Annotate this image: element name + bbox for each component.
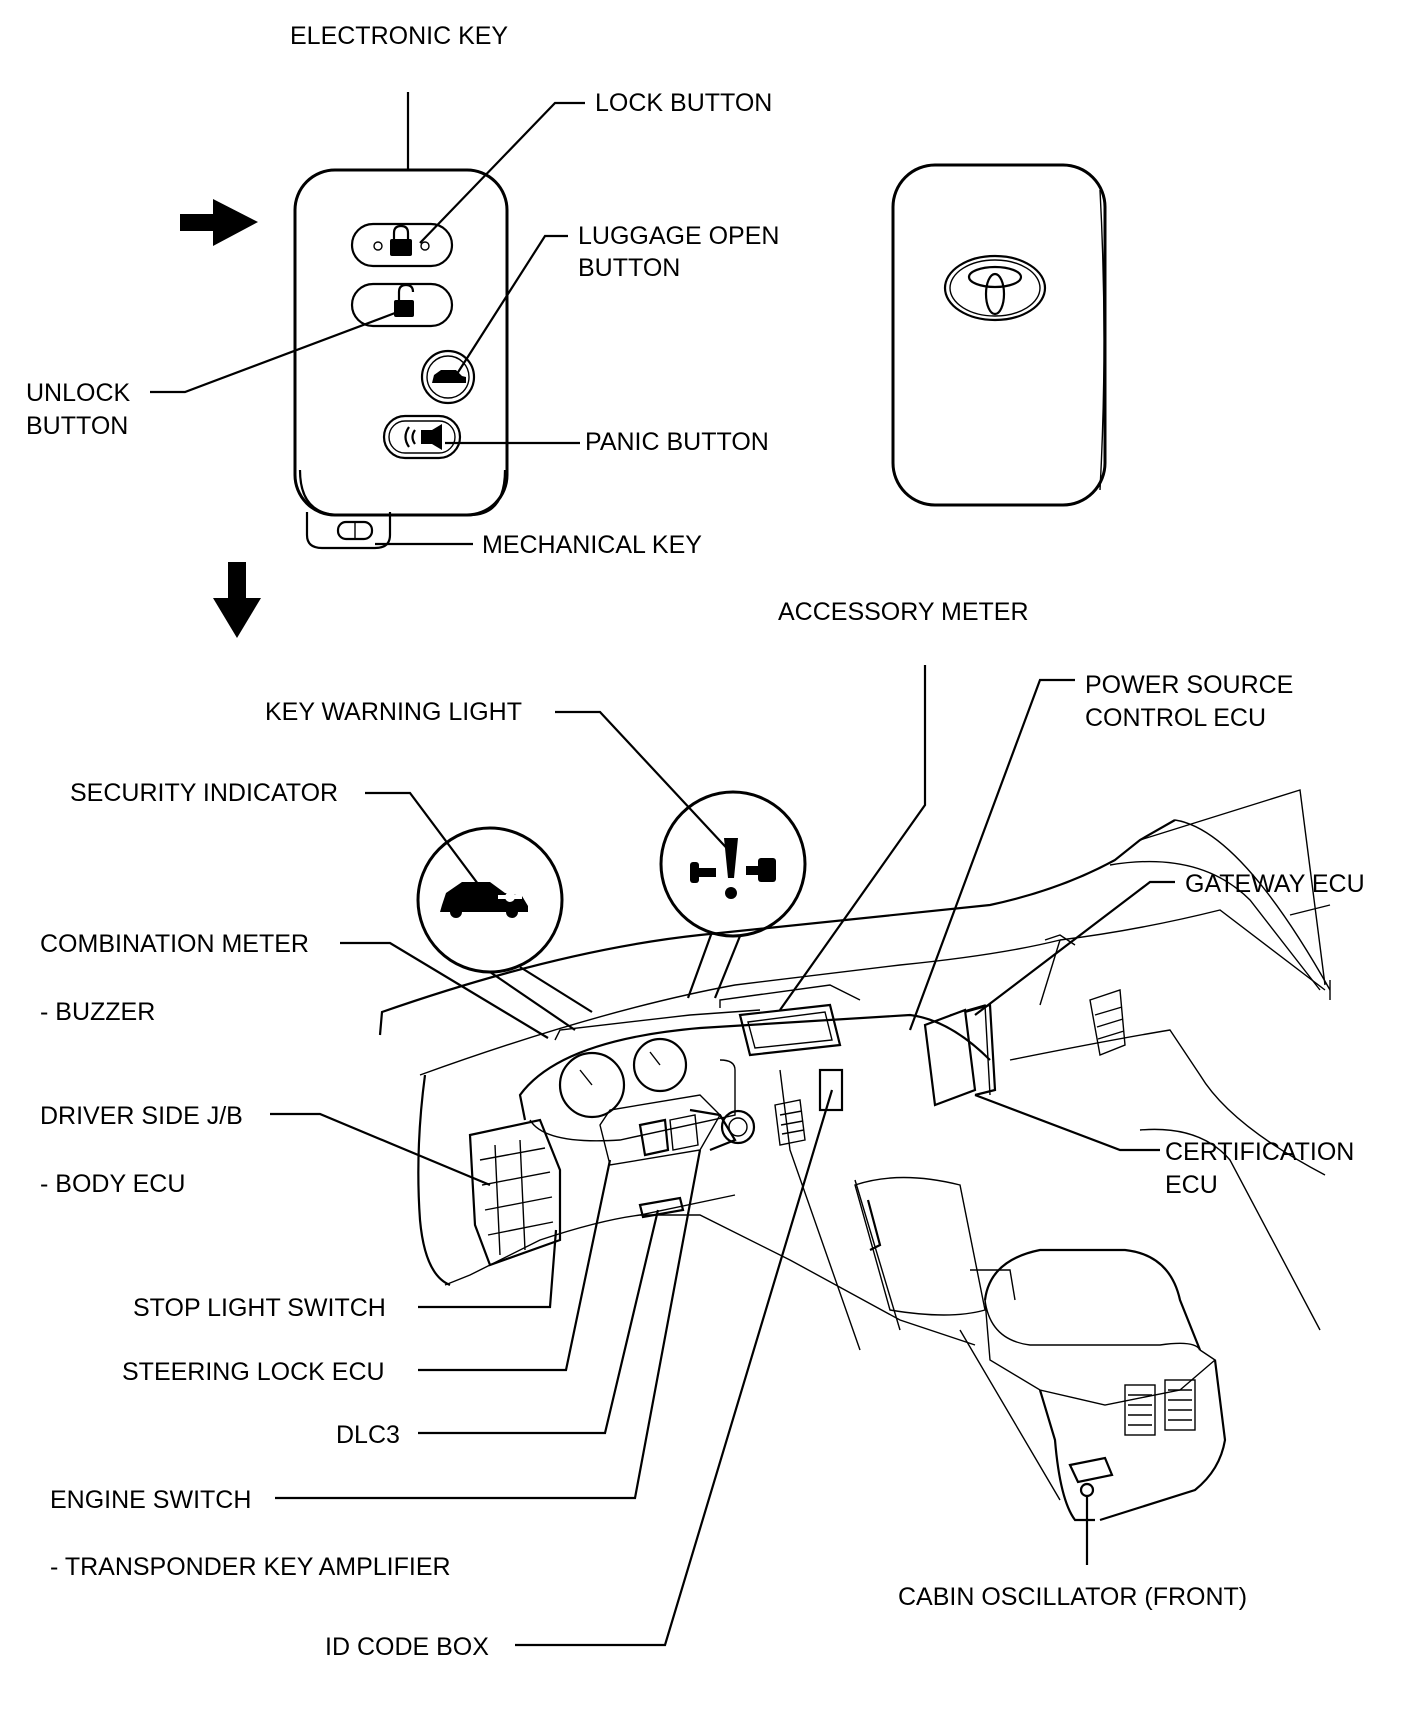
label-cabin-oscillator-front: CABIN OSCILLATOR (FRONT) xyxy=(898,1583,1247,1611)
security-car-key-icon xyxy=(440,882,528,918)
label-stop-light-switch: STOP LIGHT SWITCH xyxy=(133,1294,386,1322)
label-certification-ecu-line1: CERTIFICATION xyxy=(1165,1138,1354,1166)
label-luggage-open-button-line1: LUGGAGE OPEN xyxy=(578,222,779,250)
label-body-ecu: - BODY ECU xyxy=(40,1170,185,1198)
car-icon xyxy=(432,370,466,383)
label-buzzer: - BUZZER xyxy=(40,998,155,1026)
label-unlock-button-line2: BUTTON xyxy=(26,412,128,440)
label-power-source-control-ecu-line2: CONTROL ECU xyxy=(1085,704,1266,732)
electronic-key-front xyxy=(293,168,509,550)
label-key-warning-light: KEY WARNING LIGHT xyxy=(265,698,522,726)
arrow-right-icon xyxy=(180,199,258,246)
label-driver-side-jb: DRIVER SIDE J/B xyxy=(40,1102,243,1130)
label-unlock-button-line1: UNLOCK xyxy=(26,379,131,407)
label-lock-button: LOCK BUTTON xyxy=(595,89,772,117)
cabin-oscillator-component xyxy=(1068,1456,1114,1484)
label-security-indicator: SECURITY INDICATOR xyxy=(70,779,338,807)
label-panic-button: PANIC BUTTON xyxy=(585,428,769,456)
label-certification-ecu-line2: ECU xyxy=(1165,1171,1218,1199)
label-steering-lock-ecu: STEERING LOCK ECU xyxy=(122,1358,385,1386)
speedometer-gauge xyxy=(558,1051,626,1119)
label-id-code-box: ID CODE BOX xyxy=(325,1633,489,1661)
labels: ELECTRONIC KEY LOCK BUTTON LUGGAGE OPEN … xyxy=(26,22,1365,1661)
label-dlc3: DLC3 xyxy=(336,1421,400,1449)
leader-lines xyxy=(150,92,1175,1647)
center-display xyxy=(738,1003,842,1057)
panic-button[interactable] xyxy=(382,414,462,460)
tachometer-gauge xyxy=(632,1037,688,1093)
label-mechanical-key: MECHANICAL KEY xyxy=(482,531,702,559)
label-combination-meter: COMBINATION METER xyxy=(40,930,309,958)
label-gateway-ecu: GATEWAY ECU xyxy=(1185,870,1365,898)
label-transponder-key-amplifier: - TRANSPONDER KEY AMPLIFIER xyxy=(50,1553,451,1581)
dashboard-illustration xyxy=(378,789,1331,1522)
label-electronic-key: ELECTRONIC KEY xyxy=(290,22,508,50)
key-warning-light-callout xyxy=(659,790,807,999)
label-accessory-meter: ACCESSORY METER xyxy=(778,598,1029,626)
unlock-button[interactable] xyxy=(350,282,454,328)
label-power-source-control-ecu-line1: POWER SOURCE xyxy=(1085,671,1293,699)
electronic-key-back xyxy=(891,163,1107,507)
arrow-down-icon xyxy=(213,562,261,638)
lock-icon xyxy=(373,224,430,256)
unlock-icon xyxy=(394,283,415,317)
key-warning-icon xyxy=(690,838,776,899)
toyota-logo xyxy=(943,254,1047,322)
security-indicator-callout xyxy=(416,826,593,1031)
lock-button[interactable] xyxy=(350,222,454,268)
label-engine-switch: ENGINE SWITCH xyxy=(50,1486,251,1514)
label-luggage-open-button-line2: BUTTON xyxy=(578,254,680,282)
horn-icon xyxy=(404,424,442,450)
